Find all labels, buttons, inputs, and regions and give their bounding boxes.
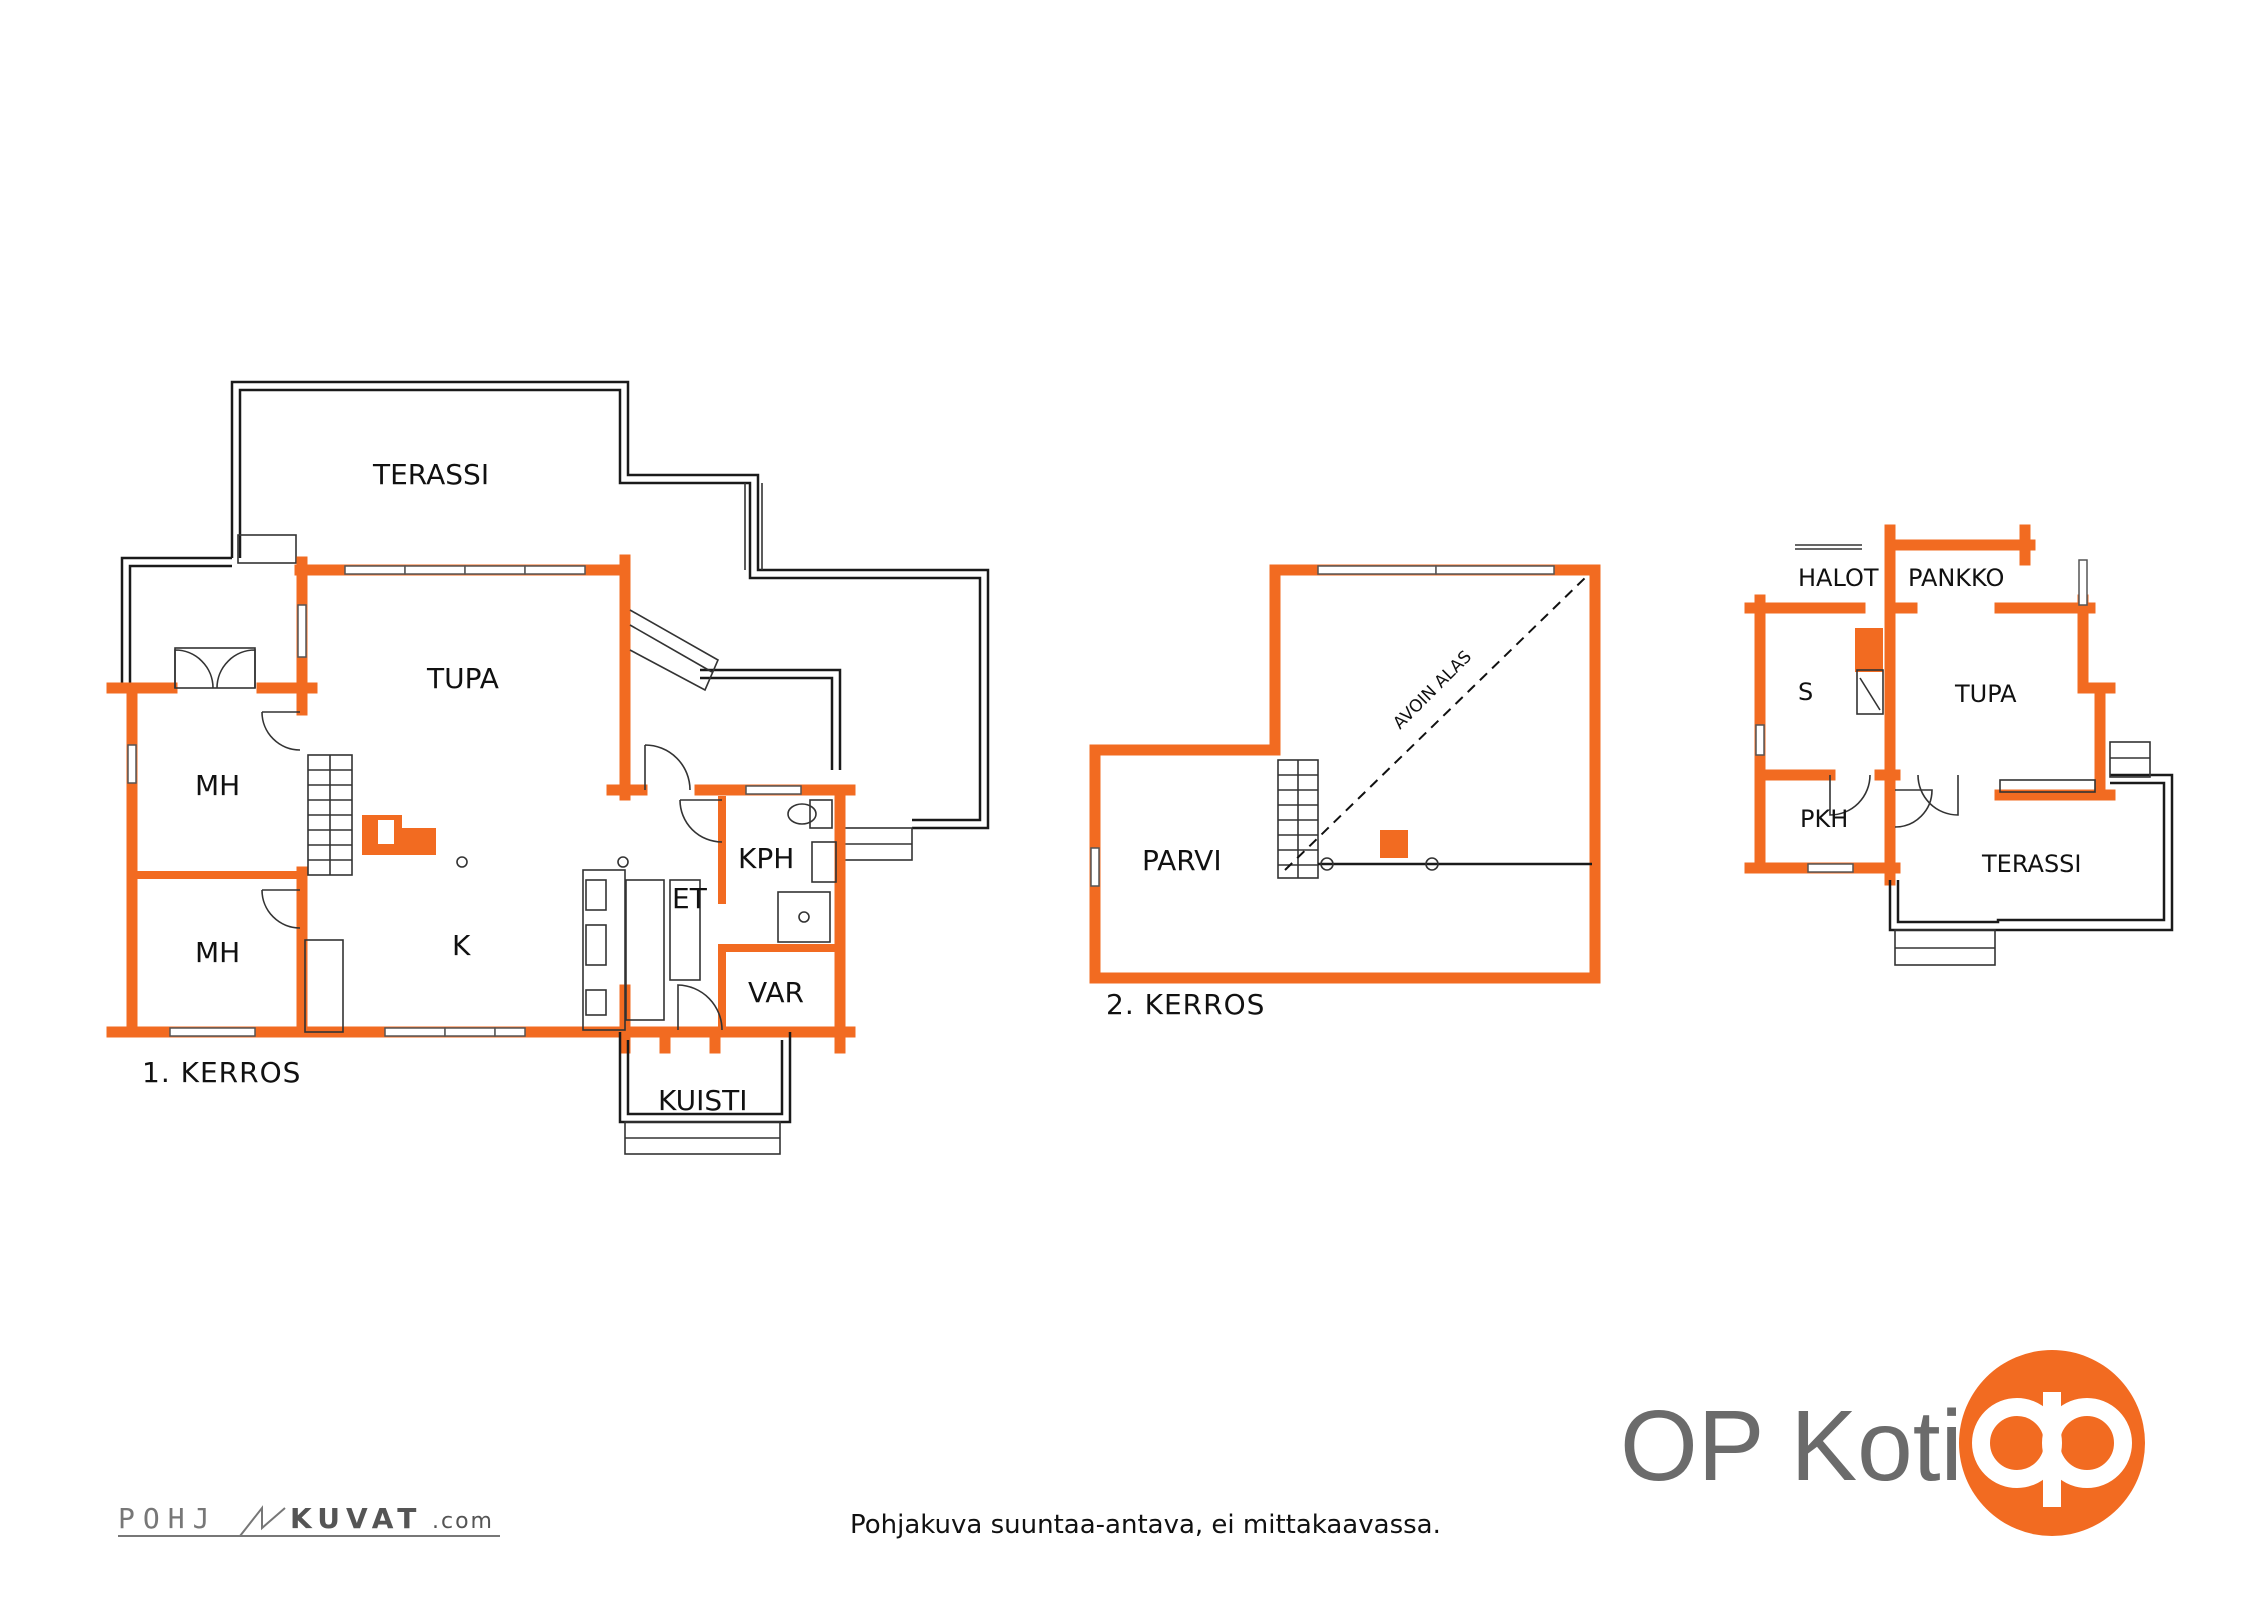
pohjakuvat-logo-right: KUVAT bbox=[290, 1502, 422, 1535]
room-label-mh-top: MH bbox=[195, 769, 240, 802]
room-label-terassi: TERASSI bbox=[372, 458, 489, 491]
room-label-kuisti: KUISTI bbox=[658, 1084, 748, 1117]
pohjakuvat-logo-domain: .com bbox=[432, 1509, 494, 1534]
floor-2-title: 2. KERROS bbox=[1106, 988, 1265, 1021]
floor-1-stairs bbox=[307, 609, 720, 876]
floor-1-terrace-outline bbox=[230, 380, 990, 861]
room-label-tupa-sauna: TUPA bbox=[1954, 680, 2017, 708]
floor-2-stairs bbox=[1277, 759, 1319, 879]
floor-1-plan: TERASSI TUPA MH MH K ET KPH VAR KUISTI 1… bbox=[106, 380, 990, 1155]
room-label-terassi-sauna: TERASSI bbox=[1981, 850, 2082, 878]
room-label-parvi: PARVI bbox=[1142, 844, 1222, 877]
pohjakuvat-logo: POHJ KUVAT .com bbox=[118, 1502, 500, 1537]
floor-1-walls bbox=[106, 554, 856, 1054]
room-label-kph: KPH bbox=[738, 842, 794, 875]
op-logo-icon bbox=[1959, 1350, 2145, 1536]
floor-2-window-top-left bbox=[1317, 565, 1437, 575]
room-label-k: K bbox=[452, 929, 471, 962]
room-label-et: ET bbox=[672, 882, 708, 915]
room-label-pkh: PKH bbox=[1800, 805, 1848, 833]
floor-2-plan: AVOIN ALAS PARVI 2. KERROS bbox=[1089, 564, 1601, 1021]
room-label-mh-bottom: MH bbox=[195, 936, 240, 969]
room-label-pankko: PANKKO bbox=[1908, 564, 2004, 592]
disclaimer-text: Pohjakuva suuntaa-antava, ei mittakaavas… bbox=[850, 1510, 1441, 1540]
chimney-icon bbox=[1380, 830, 1408, 858]
pohjakuvat-logo-left: POHJ bbox=[118, 1502, 217, 1535]
floor-2-window-top-right bbox=[1435, 565, 1555, 575]
kitchen-counter bbox=[304, 856, 701, 1033]
floor-1-doors bbox=[174, 647, 723, 1031]
floor-2-walls bbox=[1089, 564, 1601, 984]
kuisti-porch-outline bbox=[618, 1032, 792, 1155]
room-label-halot: HALOT bbox=[1798, 564, 1879, 592]
sauna-terrace-outline bbox=[1888, 741, 2174, 966]
room-label-var: VAR bbox=[748, 976, 804, 1009]
open-below-diagonal bbox=[1284, 574, 1589, 871]
sauna-plan: HALOT PANKKO S TUPA PKH TERASSI bbox=[1744, 524, 2174, 966]
open-below-label: AVOIN ALAS bbox=[1389, 647, 1475, 733]
floor-1-windows bbox=[127, 565, 802, 1037]
bathroom-fixtures bbox=[777, 799, 837, 943]
room-label-tupa: TUPA bbox=[426, 662, 499, 695]
floor-1-west-balcony bbox=[120, 556, 232, 688]
floor-2-window-left bbox=[1090, 847, 1100, 887]
sauna-stove-icon bbox=[1855, 628, 1883, 672]
brand-name: OP Koti bbox=[1620, 1390, 1963, 1502]
floor-1-title: 1. KERROS bbox=[142, 1056, 301, 1089]
fireplace-icon bbox=[362, 815, 436, 855]
room-label-s: S bbox=[1798, 678, 1813, 706]
